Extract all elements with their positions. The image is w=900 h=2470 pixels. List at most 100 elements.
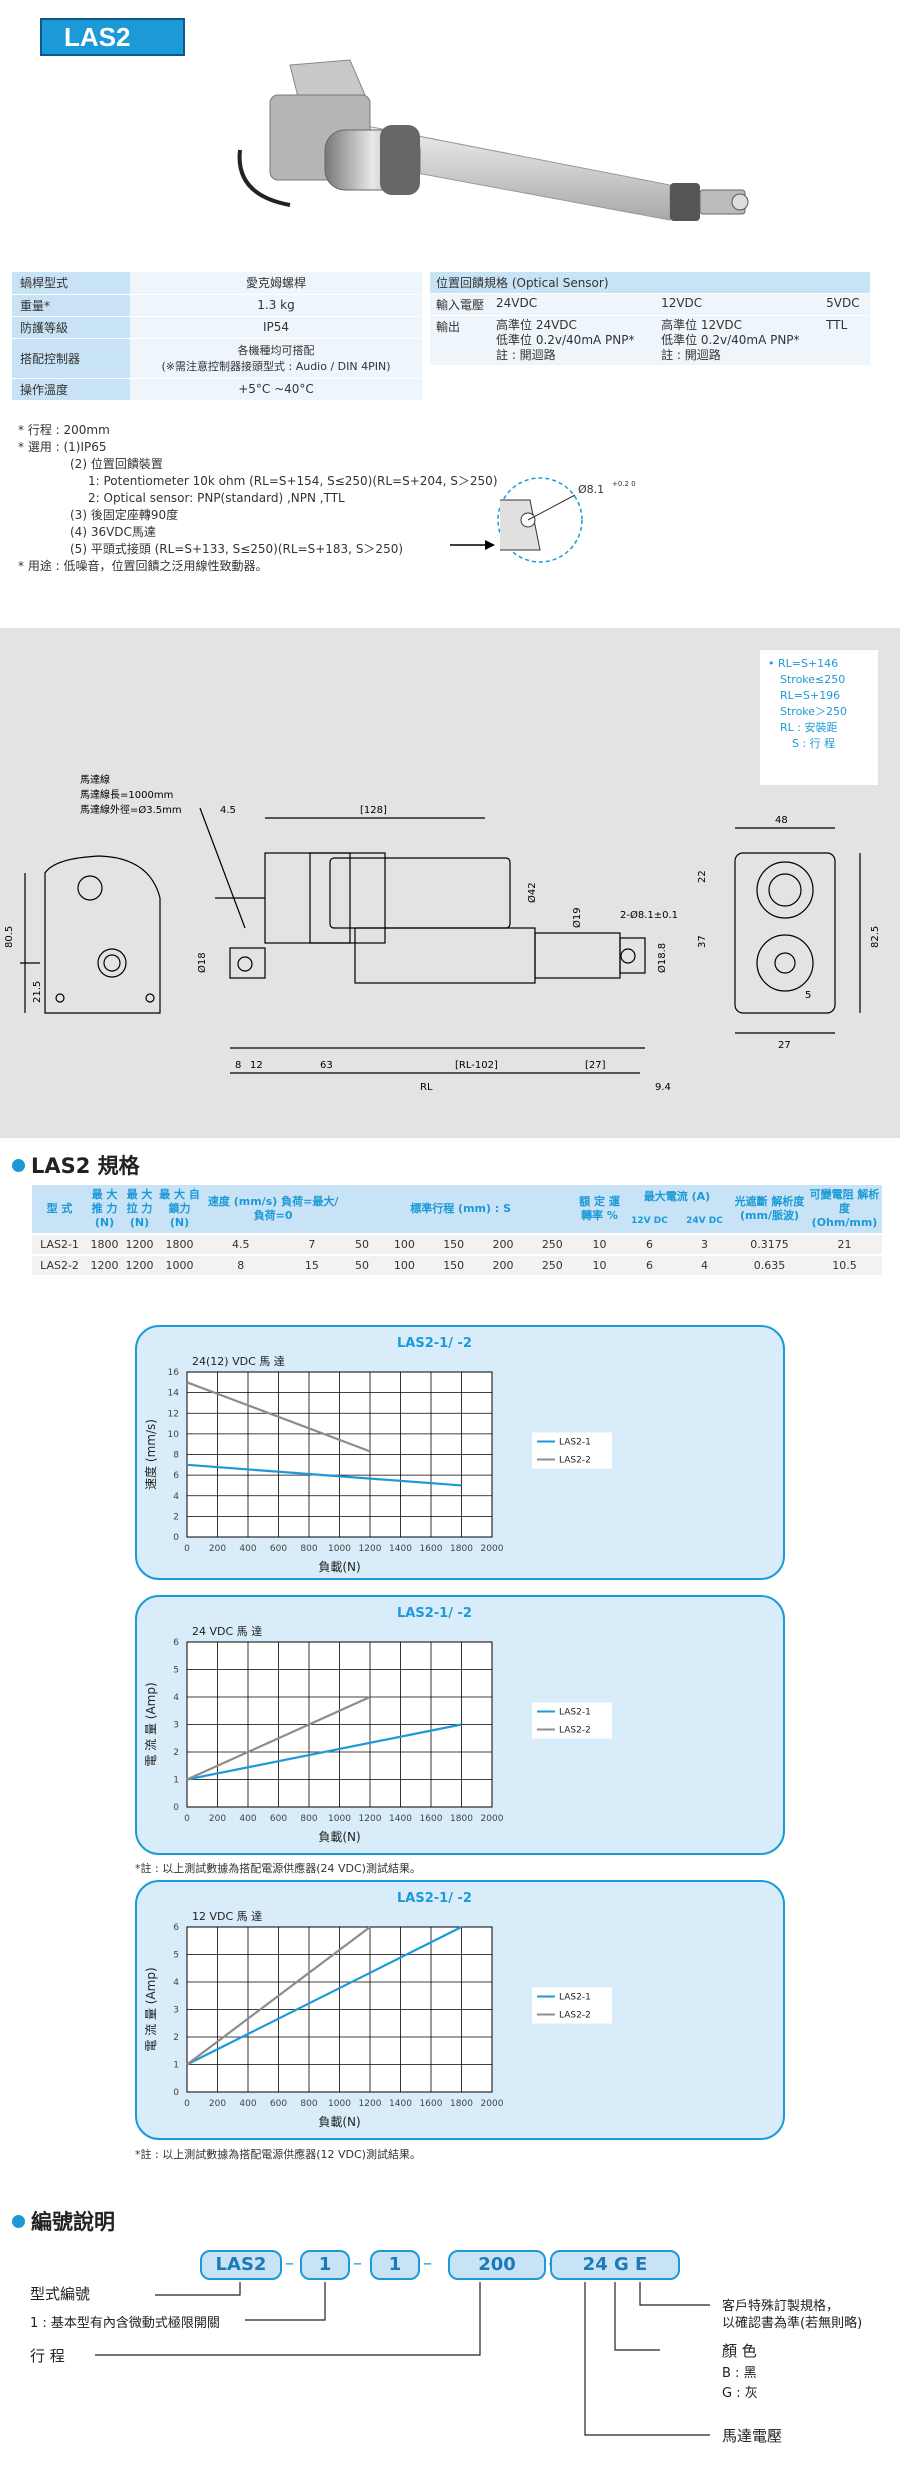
output-line: 高準位 24VDC [496, 318, 577, 332]
legend-line: S : 行 程 [792, 737, 836, 750]
cell: 150 [429, 1233, 479, 1255]
note-line: (2) 位置回饋裝置 [70, 457, 163, 471]
cell: LAS2-1 [32, 1233, 87, 1255]
dim-9-4: 9.4 [655, 1082, 671, 1093]
output-line: 低準位 0.2v/40mA PNP* [661, 333, 800, 347]
y-axis-label: 速度 (mm/s) [143, 1419, 158, 1490]
chart-subtitle: 12 VDC 馬 達 [192, 1910, 262, 1923]
cell: 150 [429, 1254, 479, 1275]
cell: 1000 [157, 1254, 202, 1275]
x-tick-label: 400 [239, 1814, 256, 1824]
input-voltage: 12VDC [655, 293, 821, 316]
x-tick-label: 1400 [389, 2099, 412, 2109]
code-stroke: 200 [448, 2250, 546, 2280]
series-line-LAS2-2 [186, 1381, 371, 1453]
cell: 200 [478, 1254, 528, 1275]
cell: 1800 [87, 1233, 122, 1255]
dim-12: 12 [250, 1060, 263, 1071]
output-ttl: TTL [820, 315, 870, 366]
cell: 10.5 [807, 1254, 882, 1275]
cell: 8 [202, 1254, 280, 1275]
x-tick-label: 1600 [420, 2099, 443, 2109]
legend-bg [532, 1450, 612, 1469]
code-voltage-color: 24 G E [550, 2250, 680, 2280]
legend-bg [532, 1987, 612, 2006]
footnote-24v: *註 : 以上測試數據為搭配電源供應器(24 VDC)測試結果。 [135, 1862, 421, 1875]
x-tick-label: 0 [184, 1544, 190, 1554]
x-tick-label: 1200 [359, 2099, 382, 2109]
y-tick-label: 6 [173, 1471, 179, 1481]
notes: * 行程 : 200mm * 選用 : (1)IP65 (2) 位置回饋裝置 1… [18, 422, 498, 575]
legend-bg [532, 2005, 612, 2024]
y-tick-label: 12 [168, 1409, 179, 1419]
col-header: 光遮斷 解析度 (mm/脈波) [732, 1185, 807, 1234]
x-tick-label: 1800 [450, 1814, 473, 1824]
product-title: LAS2 [40, 18, 185, 56]
legend-label: LAS2-1 [559, 1438, 591, 1448]
label-gray: G : 灰 [722, 2386, 758, 2401]
spec-value: IP54 [130, 316, 422, 339]
dim-37: 37 [697, 935, 708, 948]
y-tick-label: 14 [168, 1389, 180, 1399]
x-tick-label: 1800 [450, 1544, 473, 1554]
label-stroke: 行 程 [30, 2347, 65, 2365]
dim-d18: Ø18 [196, 952, 208, 973]
rear-hole-detail: Ø8.1 +0.2 0 [450, 477, 636, 563]
spec-value: 1.3 kg [130, 294, 422, 317]
x-tick-label: 2000 [481, 2099, 504, 2109]
dim-d19: Ø19 [571, 907, 583, 928]
spec-key: 搭配控制器 [12, 338, 130, 379]
col-header: 最大電流 (A) [622, 1185, 732, 1209]
cell: 4 [676, 1254, 732, 1275]
legend-line: RL=S+196 [780, 689, 841, 702]
x-tick-label: 2000 [481, 1544, 504, 1554]
y-tick-label: 10 [168, 1430, 180, 1440]
legend-line: RL : 安裝距 [780, 721, 838, 734]
series-line-LAS2-1 [186, 1926, 462, 2066]
x-tick-label: 0 [184, 2099, 190, 2109]
dim-22: 22 [697, 870, 708, 883]
code-feedback: 1 [370, 2250, 420, 2280]
y-tick-label: 2 [173, 1512, 179, 1522]
x-tick-label: 1400 [389, 1814, 412, 1824]
cell: 1800 [157, 1233, 202, 1255]
y-tick-label: 4 [173, 1492, 179, 1502]
col-header: 最 大 自鎖力 (N) [157, 1185, 202, 1234]
dim-d18-8: Ø18.8 [656, 943, 668, 973]
code-model: LAS2 [200, 2250, 282, 2280]
cell: 0.3175 [732, 1233, 807, 1255]
cell: 7 [279, 1233, 345, 1255]
y-tick-label: 2 [173, 1748, 179, 1758]
cell: 200 [478, 1233, 528, 1255]
x-tick-label: 2000 [481, 1814, 504, 1824]
cell: 15 [279, 1254, 345, 1275]
y-tick-label: 6 [173, 1638, 179, 1648]
actuator-image [237, 59, 749, 221]
y-tick-label: 3 [173, 1721, 179, 1731]
x-tick-label: 800 [300, 1544, 317, 1554]
y-tick-label: 0 [173, 1803, 179, 1813]
output-line: 低準位 0.2v/40mA PNP* [496, 333, 635, 347]
cell: 50 [344, 1233, 380, 1255]
x-axis-label: 負載(N) [318, 1560, 360, 1574]
x-tick-label: 1200 [359, 1814, 382, 1824]
x-axis-label: 負載(N) [318, 1830, 360, 1844]
x-tick-label: 1000 [328, 1544, 351, 1554]
spec-key: 蝸桿型式 [12, 272, 130, 295]
input-voltage-label: 輸入電壓 [430, 293, 490, 316]
label-model: 型式編號 [30, 2285, 91, 2303]
y-tick-label: 5 [173, 1951, 179, 1961]
col-header: 最 大 推 力 (N) [87, 1185, 122, 1234]
dim-5: 5 [805, 990, 811, 1001]
x-tick-label: 800 [300, 2099, 317, 2109]
legend-bg [532, 1702, 612, 1721]
note-line: (3) 後固定座轉90度 [70, 508, 179, 522]
legend-line: • RL=S+146 [768, 657, 839, 670]
cell: 1200 [87, 1254, 122, 1275]
dim-motor-dia: 馬達線外徑=Ø3.5mm [80, 803, 182, 816]
label-color: 顏 色 [722, 2342, 757, 2360]
